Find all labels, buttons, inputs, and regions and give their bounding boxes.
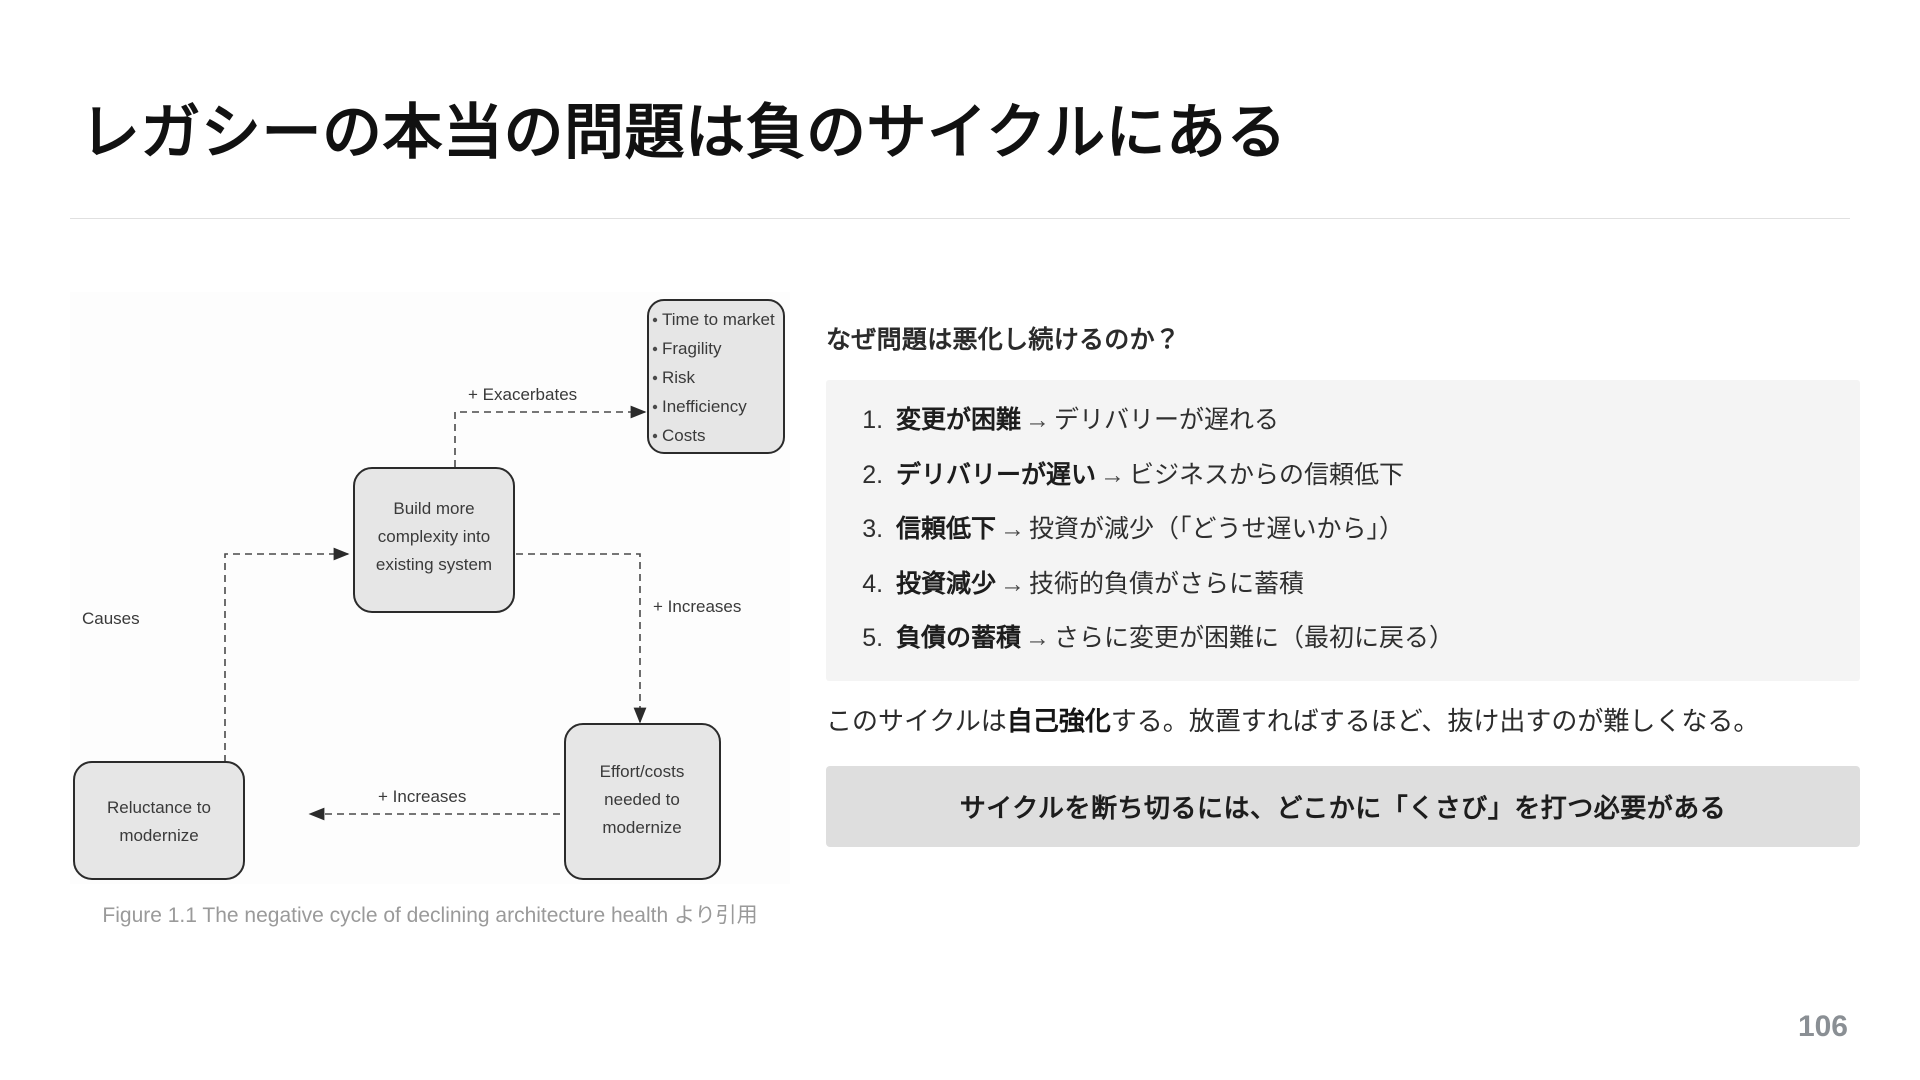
node-build-complexity-line-0: Build more [393,499,474,518]
node-build-complexity-line-1: complexity into [378,527,490,546]
cycle-list: 変更が困難→デリバリーが遅れる デリバリーが遅い→ビジネスからの信頼低下 信頼低… [856,404,1830,655]
cycle-item-key: 投資減少 [896,569,997,598]
list-item: 変更が困難→デリバリーが遅れる [890,404,1830,437]
bullet-dot-icon [652,346,658,352]
edge-exacerbates [454,405,647,467]
cycle-item-result: デリバリーが遅れる [1054,406,1280,434]
callout-panel: サイクルを断ち切るには、どこかに「くさび」を打つ必要がある [826,766,1860,848]
cycle-item-key: デリバリーが遅い [896,460,1097,489]
node-effort-costs: Effort/costs needed to modernize [564,723,721,880]
cycle-item-result: 投資が減少（「どうせ遅いから」） [1029,515,1405,543]
list-item: 投資減少→技術的負債がさらに蓄積 [890,568,1830,601]
title-block: レガシーの本当の問題は負のサイクルにある [80,98,1840,169]
arrow-glyph: → [1100,460,1126,489]
negative-cycle-diagram: + Exacerbates + Increases + Increases Ca… [70,292,790,884]
figure-column: + Exacerbates + Increases + Increases Ca… [70,292,790,933]
bullet-dot-icon [652,375,658,381]
node-reluctance-line-0: Reluctance to [107,798,211,817]
note-lead: このサイクルは [826,705,1007,736]
list-item: 信頼低下→投資が減少（「どうせ遅いから」） [890,513,1830,546]
page-title: レガシーの本当の問題は負のサイクルにある [80,99,1287,166]
edge-label-causes: Causes [82,609,140,628]
arrow-glyph: → [1000,515,1026,543]
bullet-dot-icon [652,433,658,439]
explanation-column: なぜ問題は悪化し続けるのか？ 変更が困難→デリバリーが遅れる デリバリーが遅い→… [826,292,1860,848]
edge-increases-right [516,553,647,724]
callout-text: サイクルを断ち切るには、どこかに「くさび」を打つ必要がある [959,793,1727,824]
node-reluctance-line-1: modernize [119,826,198,845]
page-number: 106 [1797,1010,1848,1043]
cycle-panel: 変更が困難→デリバリーが遅れる デリバリーが遅い→ビジネスからの信頼低下 信頼低… [826,380,1860,681]
node-outcomes-bullet-1: Fragility [662,339,722,358]
node-outcomes-bullet-0: Time to market [662,310,775,329]
arrow-glyph: → [1000,569,1026,598]
list-item: 負債の蓄積→さらに変更が困難に（最初に戻る） [890,622,1830,655]
node-outcomes-bullet-3: Inefficiency [662,397,747,416]
node-outcomes-bullet-4: Costs [662,426,705,445]
cycle-item-key: 信頼低下 [896,515,997,543]
note-tail: する。放置すればするほど、抜け出すのが難しくなる。 [1110,705,1760,736]
edge-label-increases-bottom: + Increases [378,787,466,806]
bullet-dot-icon [652,404,658,410]
edge-label-increases-right: + Increases [653,597,741,616]
explanation-heading: なぜ問題は悪化し続けるのか？ [826,326,1181,354]
arrow-glyph: → [1025,624,1051,652]
node-build-complexity: Build more complexity into existing syst… [353,467,515,613]
list-item: デリバリーが遅い→ビジネスからの信頼低下 [890,459,1830,492]
self-reinforcing-note: このサイクルは自己強化する。放置すればするほど、抜け出すのが難しくなる。 [826,703,1860,741]
node-outcomes-bullet-2: Risk [662,368,696,387]
cycle-item-key: 変更が困難 [896,406,1022,434]
slide-content: + Exacerbates + Increases + Increases Ca… [70,292,1860,933]
node-build-complexity-line-2: existing system [376,555,492,574]
edge-label-exacerbates: + Exacerbates [468,385,577,404]
title-divider [70,218,1850,219]
edge-causes [224,547,350,762]
node-effort-costs-line-0: Effort/costs [600,762,685,781]
node-effort-costs-line-1: needed to [604,790,680,809]
figure-caption: Figure 1.1 The negative cycle of declini… [102,904,758,927]
bullet-dot-icon [652,317,658,323]
arrow-glyph: → [1025,406,1051,434]
cycle-item-result: さらに変更が困難に（最初に戻る） [1054,624,1455,652]
node-reluctance: Reluctance to modernize [73,761,245,880]
note-emphasis: 自己強化 [1006,705,1111,736]
cycle-item-result: ビジネスからの信頼低下 [1129,460,1405,489]
node-outcomes: Time to market Fragility Risk Inefficien… [647,299,785,454]
cycle-item-result: 技術的負債がさらに蓄積 [1029,569,1305,598]
node-effort-costs-line-2: modernize [602,818,681,837]
cycle-item-key: 負債の蓄積 [896,624,1022,652]
